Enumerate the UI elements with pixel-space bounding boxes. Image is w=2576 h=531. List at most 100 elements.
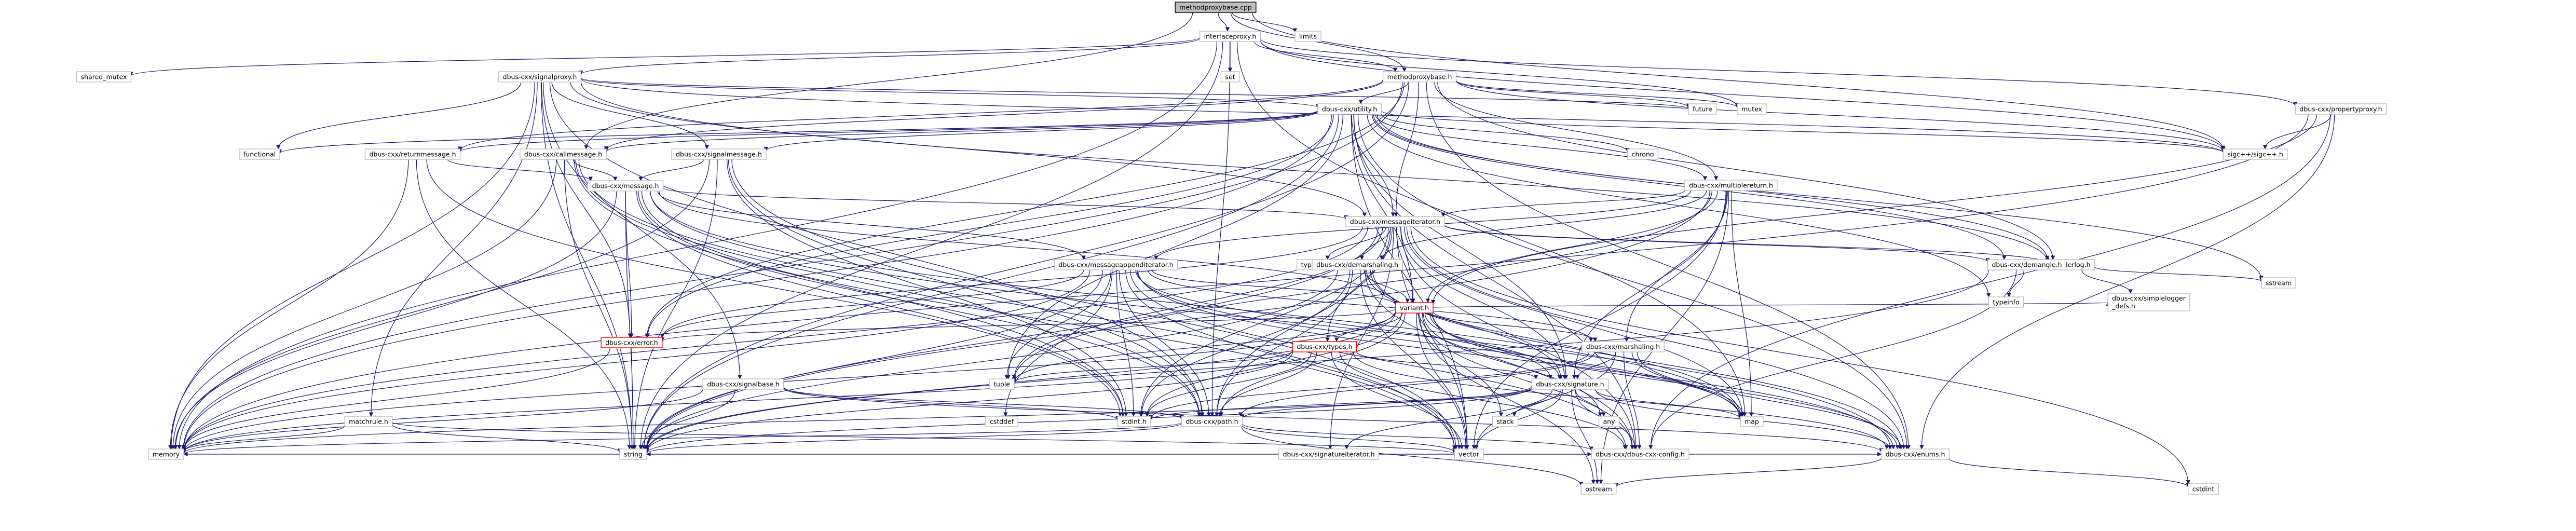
node-box bbox=[702, 378, 784, 390]
node-multiplereturn-h[interactable]: dbus-cxx/multiplereturn.h bbox=[1684, 180, 1778, 191]
edge-utility-h-to-string bbox=[642, 114, 1339, 450]
node-label: dbus-cxx/signalproxy.h bbox=[503, 73, 577, 81]
node-label: typeinfo bbox=[1993, 298, 2019, 306]
node-stack: stack bbox=[1492, 416, 1519, 427]
edge-signalbase-h-to-enums-h bbox=[783, 386, 1884, 453]
node-box bbox=[239, 148, 280, 160]
edge-methodproxybase-h-to-headerlog-h bbox=[1437, 81, 2055, 260]
node-functional: functional bbox=[239, 148, 280, 160]
node-demarshaling-h[interactable]: dbus-cxx/demarshaling.h bbox=[1312, 259, 1403, 270]
edge-demangle-h-to-string bbox=[644, 269, 1989, 453]
node-memory: memory bbox=[148, 448, 184, 460]
edge-methodproxybase-h-to-multiplereturn-h bbox=[1434, 81, 1719, 181]
edge-message-h-to-map bbox=[650, 190, 1743, 420]
node-label: dbus-cxx/message.h bbox=[592, 182, 659, 190]
edge-signature-h-to-stdint-h bbox=[1148, 387, 1532, 421]
node-message-h[interactable]: dbus-cxx/message.h bbox=[587, 180, 664, 192]
node-dbus-cxx-config-h[interactable]: dbus-cxx/dbus-cxx-config.h bbox=[1591, 448, 1689, 460]
node-signalmessage-h[interactable]: dbus-cxx/signalmessage.h bbox=[671, 148, 767, 160]
edge-signalmessage-h-to-string bbox=[632, 159, 718, 450]
edge-variant-h-to-tuple bbox=[1012, 311, 1396, 383]
node-path-h[interactable]: dbus-cxx/path.h bbox=[1181, 416, 1243, 427]
edge-multiplereturn-h-to-demarshaling-h bbox=[1379, 190, 1707, 260]
edge-variant-h-to-marshaling-h bbox=[1433, 311, 1598, 342]
edge-utility-h-to-variant-h bbox=[1351, 114, 1415, 303]
node-box bbox=[1181, 416, 1243, 427]
node-box bbox=[601, 337, 663, 348]
edge-methodproxybase-h-to-enums-h bbox=[1426, 81, 1911, 450]
node-label: dbus-cxx/marshaling.h bbox=[1586, 343, 1660, 351]
edge-messageappenditerator-h-to-error-h bbox=[660, 269, 1084, 338]
edge-message-h-to-path-h bbox=[638, 190, 1202, 417]
node-label: any bbox=[1603, 418, 1616, 426]
node-label: chrono bbox=[1632, 151, 1654, 158]
node-matchrule-h[interactable]: matchrule.h bbox=[344, 416, 393, 427]
edge-path-h-to-string bbox=[645, 423, 1182, 454]
node-methodproxybase-cpp[interactable]: methodproxybase.cpp bbox=[1175, 2, 1257, 13]
node-box bbox=[76, 71, 132, 83]
node-stdint-h: stdint.h bbox=[1117, 416, 1151, 427]
edge-interfaceproxy-h-to-mutex bbox=[1260, 40, 1740, 107]
node-signatureiterator-h[interactable]: dbus-cxx/signatureiterator.h bbox=[1278, 448, 1380, 460]
node-future: future bbox=[1688, 103, 1717, 115]
node-returnmessage-h[interactable]: dbus-cxx/returnmessage.h bbox=[364, 148, 461, 160]
edge-signature-h-to-map bbox=[1595, 389, 1743, 420]
node-label: sstream bbox=[2266, 279, 2292, 287]
edge-utility-h-to-error-h bbox=[645, 114, 1334, 338]
node-box bbox=[498, 71, 582, 83]
edge-callmessage-h-to-memory bbox=[171, 159, 557, 450]
edge-types-h-to-memory bbox=[182, 349, 1293, 453]
edge-messageiterator-h-to-string bbox=[644, 226, 1379, 451]
node-box bbox=[1454, 448, 1484, 460]
edge-messageiterator-h-to-headerlog-h bbox=[1444, 224, 2050, 264]
node-box bbox=[1582, 341, 1665, 352]
edge-demarshaling-h-to-stdint-h bbox=[1139, 269, 1351, 417]
node-signature-h[interactable]: dbus-cxx/signature.h bbox=[1531, 378, 1609, 390]
node-shared-mutex: shared_mutex bbox=[76, 71, 132, 83]
edge-callmessage-h-to-message-h bbox=[573, 159, 618, 181]
node-callmessage-h[interactable]: dbus-cxx/callmessage.h bbox=[520, 148, 607, 160]
node-box bbox=[1492, 416, 1519, 427]
node-box bbox=[1987, 259, 2067, 270]
node-label: dbus-cxx/enums.h bbox=[1886, 451, 1945, 458]
node-label: dbus-cxx/multiplereturn.h bbox=[1689, 182, 1773, 189]
node-marshaling-h[interactable]: dbus-cxx/marshaling.h bbox=[1582, 341, 1665, 352]
edge-signalproxy-h-to-memory bbox=[169, 81, 535, 450]
node-demangle-h[interactable]: dbus-cxx/demangle.h bbox=[1987, 259, 2067, 270]
node-enums-h[interactable]: dbus-cxx/enums.h bbox=[1880, 448, 1950, 460]
edge-utility-h-to-dbus-cxx-config-h bbox=[1353, 114, 1638, 450]
edge-messageiterator-h-to-path-h bbox=[1214, 226, 1391, 417]
node-interfaceproxy-h[interactable]: interfaceproxy.h bbox=[1199, 31, 1261, 42]
edge-returnmessage-h-to-memory bbox=[168, 159, 409, 450]
edge-demarshaling-h-to-variant-h bbox=[1364, 269, 1410, 303]
node-box bbox=[2107, 293, 2190, 311]
node-label: dbus-cxx/signatureiterator.h bbox=[1283, 451, 1375, 458]
node-propertyproxy-h[interactable]: dbus-cxx/propertyproxy.h bbox=[2295, 103, 2387, 115]
edge-marshaling-h-to-enums-h bbox=[1637, 351, 1903, 450]
node-error-h[interactable]: dbus-cxx/error.h bbox=[601, 337, 663, 348]
node-box bbox=[1688, 103, 1717, 115]
node-label: stack bbox=[1496, 418, 1514, 426]
edge-propertyproxy-h-to-sigc-h bbox=[2262, 114, 2332, 149]
edge-utility-h-to-callmessage-h bbox=[604, 111, 1318, 153]
node-ostream: ostream bbox=[1580, 483, 1617, 495]
node-label: set bbox=[1225, 73, 1235, 81]
node-utility-h[interactable]: dbus-cxx/utility.h bbox=[1317, 103, 1382, 115]
node-signalproxy-h[interactable]: dbus-cxx/signalproxy.h bbox=[498, 71, 582, 83]
edge-multiplereturn-h-to-messageiterator-h bbox=[1441, 190, 1685, 217]
node-types-h[interactable]: dbus-cxx/types.h bbox=[1292, 341, 1357, 352]
node-label: ostream bbox=[1585, 485, 1612, 493]
node-messageappenditerator-h[interactable]: dbus-cxx/messageappenditerator.h bbox=[1054, 259, 1178, 270]
edge-methodproxybase-h-to-messageiterator-h bbox=[1394, 81, 1419, 217]
edge-utility-h-to-multiplereturn-h bbox=[1375, 114, 1708, 181]
node-methodproxybase-h[interactable]: methodproxybase.h bbox=[1382, 71, 1457, 83]
node-simplelogger-defs-h[interactable]: dbus-cxx/simplelogger_defs.h bbox=[2107, 293, 2190, 311]
edge-propertyproxy-h-to-memory bbox=[182, 114, 2309, 452]
node-variant-h[interactable]: variant.h bbox=[1395, 302, 1434, 314]
node-signalbase-h[interactable]: dbus-cxx/signalbase.h bbox=[702, 378, 784, 390]
node-vector: vector bbox=[1454, 448, 1484, 460]
node-label: dbus-cxx/signalmessage.h bbox=[676, 151, 762, 158]
edge-message-h-to-string bbox=[625, 190, 635, 450]
node-messageiterator-h[interactable]: dbus-cxx/messageiterator.h bbox=[1345, 216, 1445, 227]
edge-messageiterator-h-to-cstdint bbox=[1410, 226, 2190, 485]
